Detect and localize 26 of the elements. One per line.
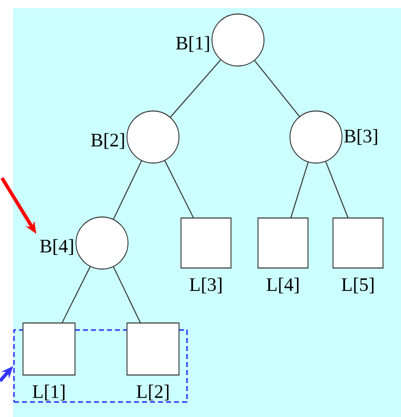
node-label: L[3] [190,278,222,294]
tree-edge [112,160,142,220]
node-label: L[4] [266,278,298,294]
tree-edge [170,59,222,118]
node-label: L[5] [342,278,374,294]
tree-edge [164,160,194,218]
tree-edge [112,266,141,324]
node-label: B[3] [344,129,378,145]
tree-node-circle [76,216,128,270]
node-label: L[2] [136,384,168,400]
node-label: B[4] [40,239,73,255]
leaf-square [258,218,308,268]
node-label: B[2] [91,133,124,149]
node-label: L[1] [32,384,64,400]
leaf-square [332,218,384,268]
node-label: B[1] [176,36,209,52]
tree-edge [62,266,91,324]
tree-edge [254,60,300,117]
tree-node-circle [290,110,342,164]
leaf-square [126,322,180,376]
leaf-square [180,218,232,268]
tree-edge [325,161,348,218]
tree-edge [290,162,309,218]
tree-node-circle [212,14,264,66]
tree-node-circle [126,110,180,164]
leaf-square [22,322,76,376]
